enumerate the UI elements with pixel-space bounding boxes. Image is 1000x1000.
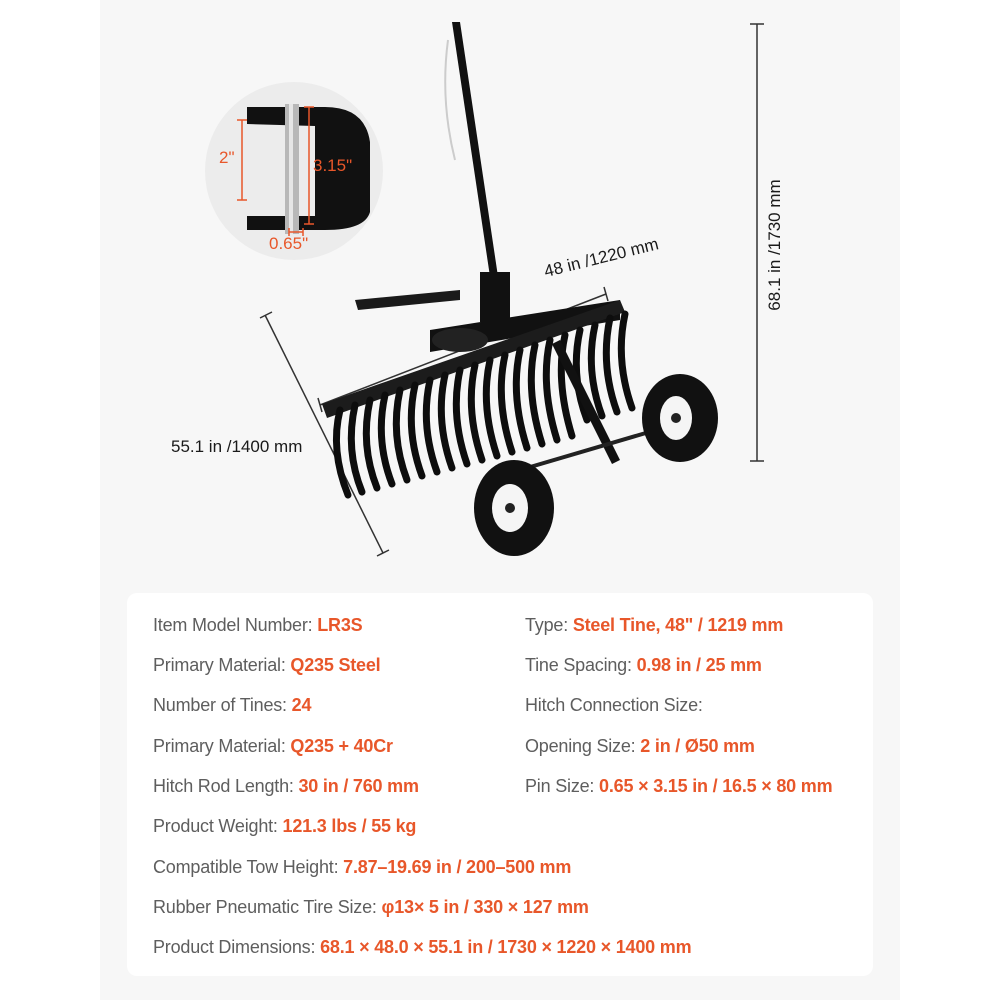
spec-value: 0.98 in / 25 mm <box>636 655 762 675</box>
spec-tine-spacing: Tine Spacing: 0.98 in / 25 mm <box>525 655 762 676</box>
pin-length-dimension-label: 3.15" <box>313 156 353 175</box>
spec-label: Number of Tines: <box>153 695 292 715</box>
spec-value: Q235 Steel <box>290 655 381 675</box>
spec-label: Hitch Connection Size: <box>525 695 703 715</box>
spec-label: Primary Material: <box>153 736 291 756</box>
spec-label: Type: <box>525 615 573 635</box>
spec-value: 0.65 × 3.15 in / 16.5 × 80 mm <box>599 776 833 796</box>
spec-value: 121.3 lbs / 55 kg <box>282 816 417 836</box>
spec-label: Product Dimensions: <box>153 937 321 957</box>
spec-number-of-tines: Number of Tines: 24 <box>153 695 311 716</box>
spec-value: 2 in / Ø50 mm <box>640 736 755 756</box>
spec-value: Q235 + 40Cr <box>290 736 393 756</box>
specifications-card: Item Model Number: LR3S Primary Material… <box>127 593 873 976</box>
spec-label: Rubber Pneumatic Tire Size: <box>153 897 382 917</box>
spec-model-number: Item Model Number: LR3S <box>153 615 363 636</box>
spec-opening-size: Opening Size: 2 in / Ø50 mm <box>525 736 755 757</box>
spec-tire-size: Rubber Pneumatic Tire Size: φ13× 5 in / … <box>153 897 589 918</box>
spec-label: Pin Size: <box>525 776 600 796</box>
spec-value: 68.1 × 48.0 × 55.1 in / 1730 × 1220 × 14… <box>320 937 692 957</box>
spec-hitch-rod-length: Hitch Rod Length: 30 in / 760 mm <box>153 776 419 797</box>
spec-label: Primary Material: <box>153 655 291 675</box>
height-dimension-label: 68.1 in /1730 mm <box>765 179 784 311</box>
spec-value: 24 <box>291 695 312 715</box>
opening-dimension-label: 2" <box>219 148 235 167</box>
spec-value: LR3S <box>317 615 363 635</box>
spec-pin-size: Pin Size: 0.65 × 3.15 in / 16.5 × 80 mm <box>525 776 833 797</box>
spec-product-weight: Product Weight: 121.3 lbs / 55 kg <box>153 816 416 837</box>
spec-value: Steel Tine, 48" / 1219 mm <box>572 615 784 635</box>
spec-label: Opening Size: <box>525 736 641 756</box>
spec-label: Item Model Number: <box>153 615 318 635</box>
product-diagram: 2" 3.15" 0.65" 48 in /1220 mm 68.1 in /1… <box>171 22 784 557</box>
hitch-detail-inset: 2" 3.15" 0.65" <box>205 82 383 260</box>
landscape-rake-illustration <box>259 22 764 557</box>
spec-value: 30 in / 760 mm <box>298 776 419 796</box>
spec-label: Tine Spacing: <box>525 655 637 675</box>
spec-product-dimensions: Product Dimensions: 68.1 × 48.0 × 55.1 i… <box>153 937 692 958</box>
spec-value: φ13× 5 in / 330 × 127 mm <box>381 897 589 917</box>
spec-tow-height: Compatible Tow Height: 7.87–19.69 in / 2… <box>153 857 571 878</box>
hitch-clevis-illustration <box>237 104 370 236</box>
spec-label: Hitch Rod Length: <box>153 776 299 796</box>
depth-dimension-label: 55.1 in /1400 mm <box>171 437 303 456</box>
spec-label: Product Weight: <box>153 816 283 836</box>
spec-type: Type: Steel Tine, 48" / 1219 mm <box>525 615 783 636</box>
spec-primary-material-2: Primary Material: Q235 + 40Cr <box>153 736 393 757</box>
spec-hitch-connection-size: Hitch Connection Size: <box>525 695 703 716</box>
pin-diameter-dimension-label: 0.65" <box>269 234 309 253</box>
spec-label: Compatible Tow Height: <box>153 857 344 877</box>
spec-primary-material: Primary Material: Q235 Steel <box>153 655 381 676</box>
spec-value: 7.87–19.69 in / 200–500 mm <box>343 857 572 877</box>
